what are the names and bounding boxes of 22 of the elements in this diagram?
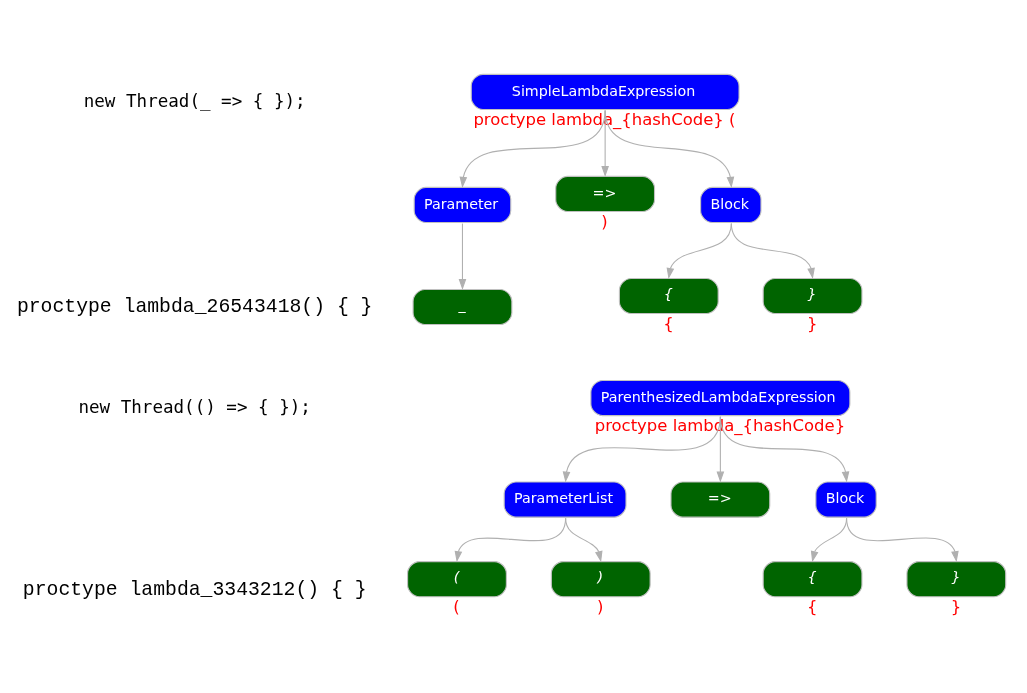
node-label: } xyxy=(950,597,962,617)
node-label: { xyxy=(807,597,818,617)
arrow xyxy=(719,416,850,483)
node-label: { xyxy=(663,313,674,333)
arrow xyxy=(601,110,609,177)
node-label: ) xyxy=(601,211,608,231)
node-label: ( xyxy=(453,597,460,617)
label: proctype lambda_26543418() { } xyxy=(16,295,373,318)
node-label: } xyxy=(807,313,818,333)
arrow xyxy=(846,517,959,563)
arrow xyxy=(604,110,735,188)
arrow xyxy=(565,517,603,563)
node-label: proctype lambda_{hashCode} xyxy=(594,416,846,435)
label: new Thread(_ => { }); xyxy=(83,91,306,112)
arrow xyxy=(730,223,815,279)
node-label: proctype lambda_{hashCode} ( xyxy=(473,109,736,129)
arrow xyxy=(666,223,732,279)
node-label: ) xyxy=(596,597,604,617)
arrow xyxy=(458,223,467,290)
arrow xyxy=(459,110,606,188)
label: new Thread(() => { }); xyxy=(78,397,311,418)
label: proctype lambda_3343212() { } xyxy=(22,578,367,601)
